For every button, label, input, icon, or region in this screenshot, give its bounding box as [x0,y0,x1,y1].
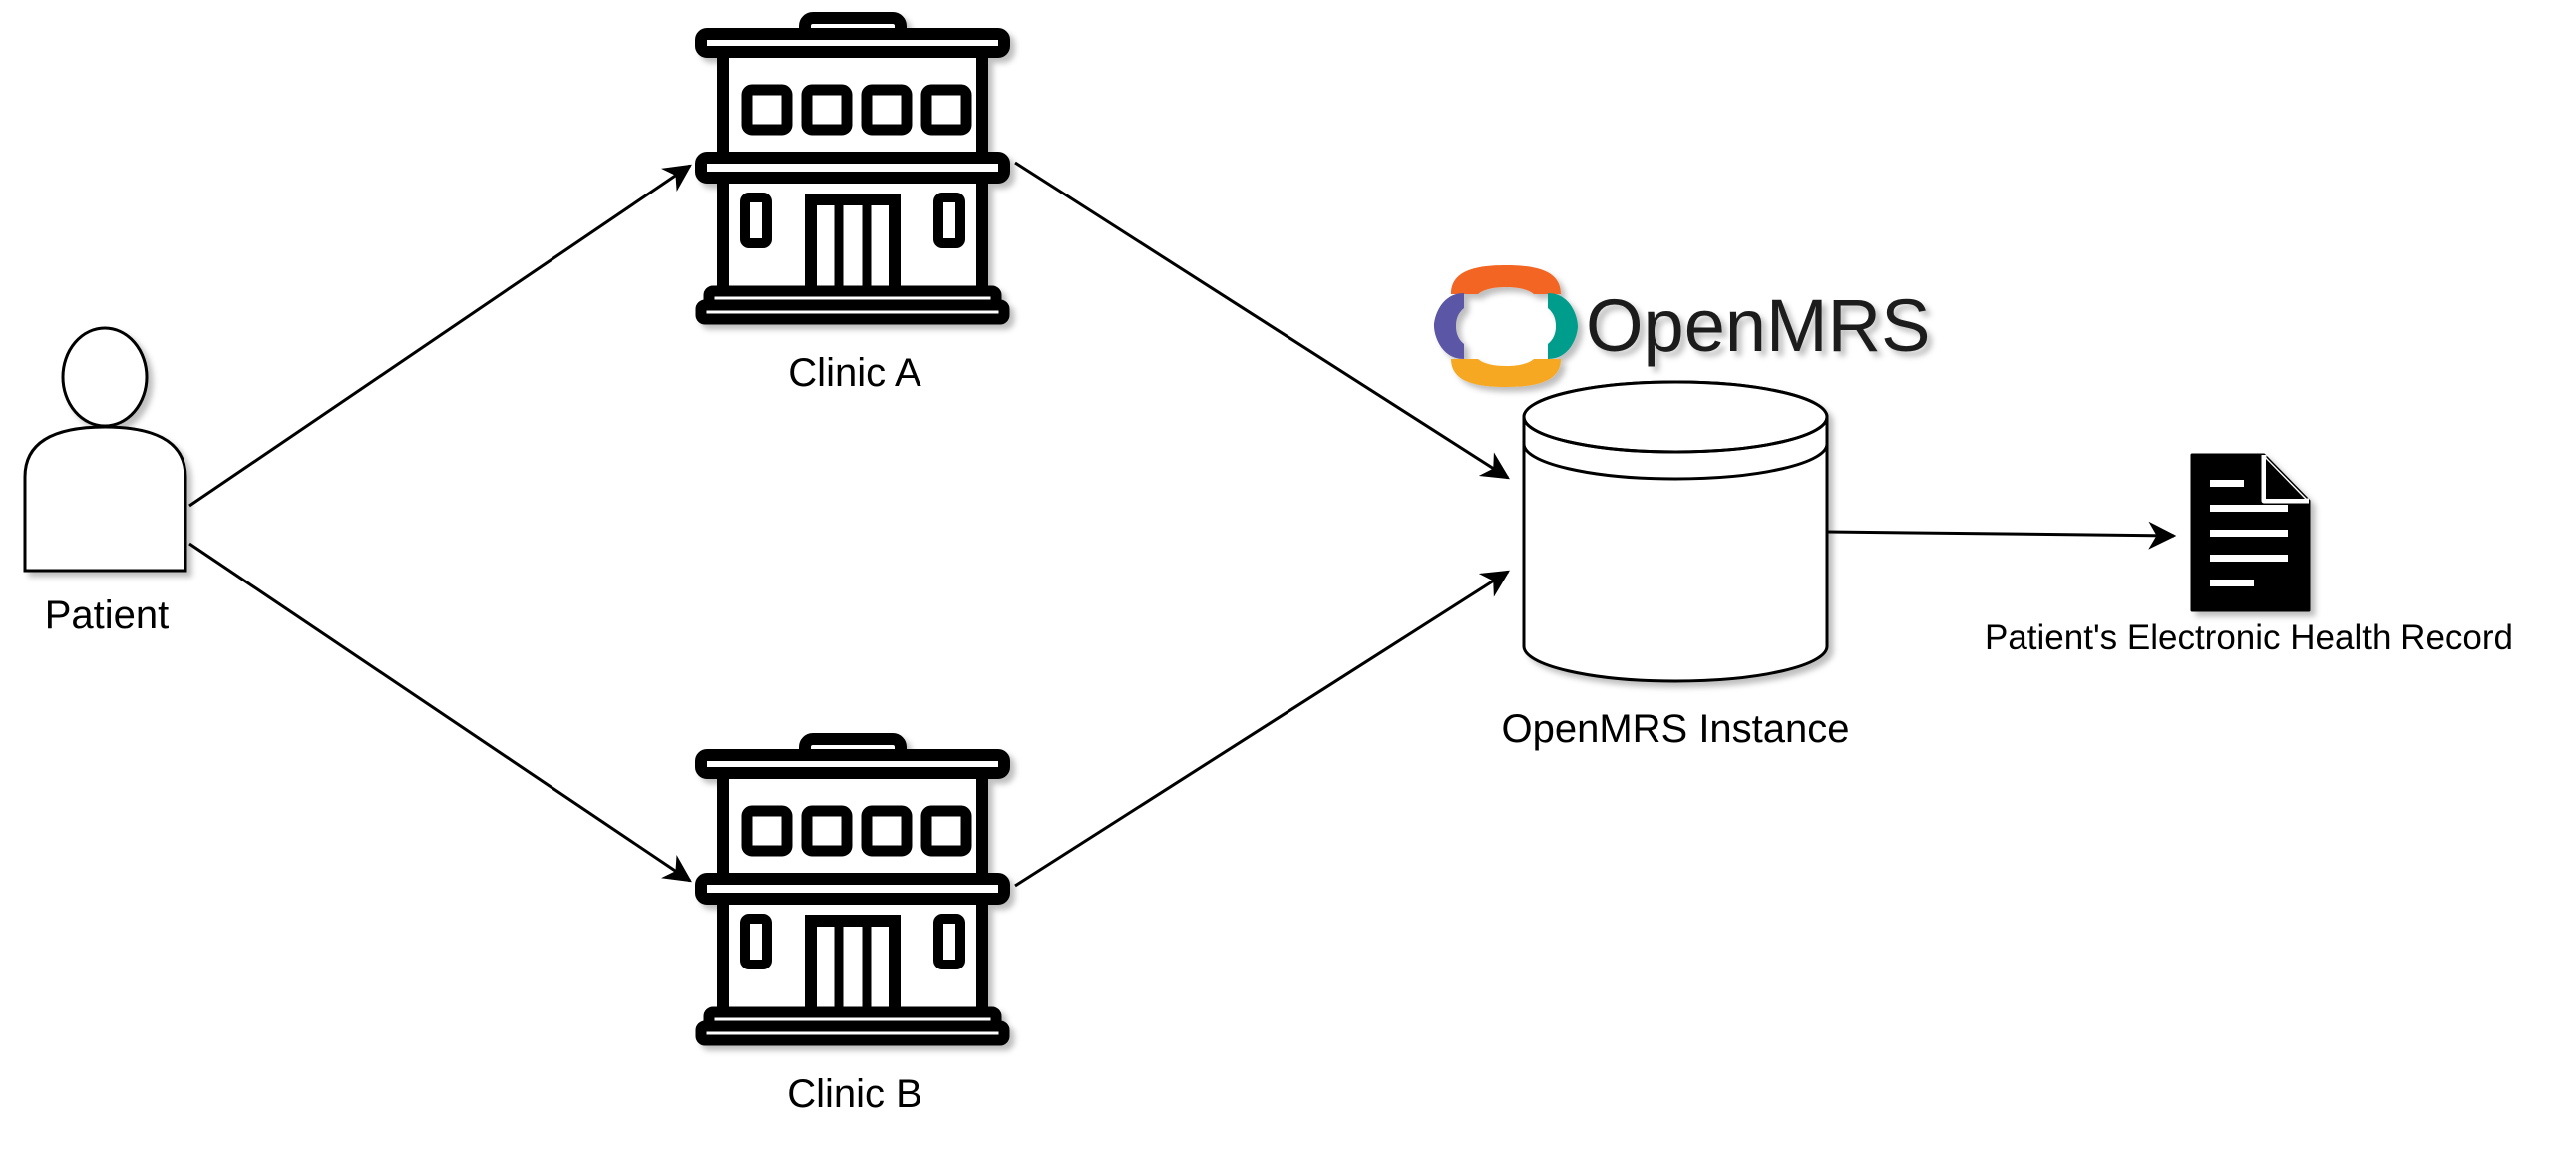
document-icon [2190,453,2311,612]
clinic-b-label: Clinic B [787,1072,922,1116]
patient-label: Patient [45,593,170,637]
hospital-building-icon [701,739,1004,1040]
openmrs-instance-node [1522,380,1829,683]
openmrs-instance-label: OpenMRS Instance [1501,707,1849,751]
openmrs-wordmark: OpenMRS [1586,284,1930,367]
clinic-b-node [701,739,1004,1040]
person-icon [23,326,187,573]
patient-node [23,326,187,573]
edge-patient-to-clinic-a [188,164,692,508]
openmrs-brand: OpenMRS [1434,265,1930,387]
edge-instance-to-record [1826,521,2177,550]
health-record-node [2190,453,2311,612]
database-cylinder-icon [1522,380,1829,683]
hospital-building-icon [701,18,1004,319]
edge-patient-to-clinic-b [188,542,692,883]
clinic-a-label: Clinic A [788,351,921,395]
edge-clinic-a-to-instance [1014,161,1510,480]
health-record-label: Patient's Electronic Health Record [1985,618,2513,657]
openmrs-logo-icon [1434,265,1578,387]
edge-clinic-b-to-instance [1014,570,1510,888]
clinic-a-node [701,18,1004,319]
